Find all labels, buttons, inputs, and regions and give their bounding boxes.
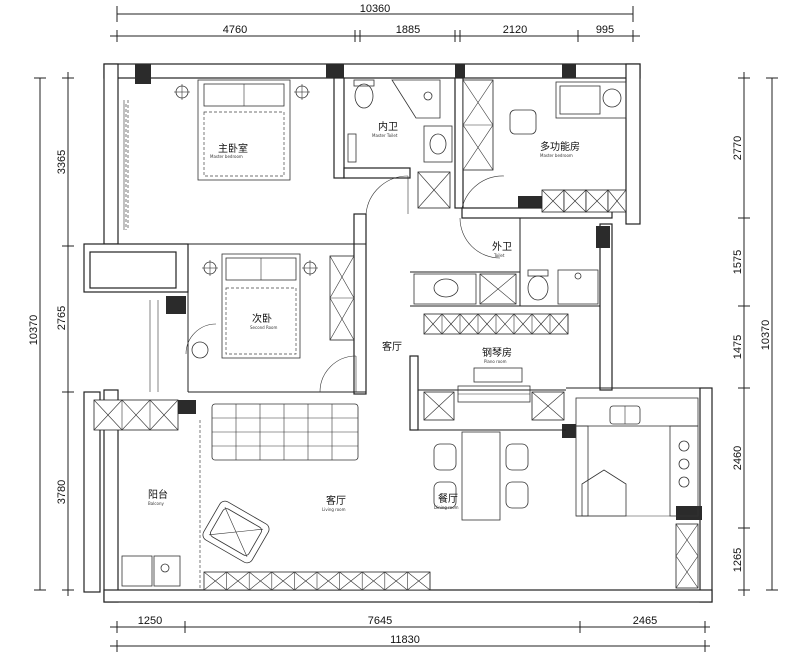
lounge-chair <box>202 500 270 564</box>
left-window-upper <box>117 100 129 230</box>
room-label-second-bedroom-en: Second Room <box>250 325 277 330</box>
tv-cabinet <box>203 571 431 591</box>
dim-right-seg-5: 1265 <box>732 548 744 572</box>
range-hood <box>581 469 627 517</box>
dim-left-seg-3: 3780 <box>56 480 68 504</box>
stove-burner-icon <box>678 476 690 488</box>
outer-toilet: 外卫 Toilet <box>413 241 599 305</box>
dim-bottom-seg-1: 1250 <box>138 615 162 627</box>
room-label-master-bedroom: 主卧室 <box>218 142 248 155</box>
dimension-right: 2770 1575 1475 2460 1265 10370 <box>732 72 778 596</box>
chair <box>433 443 457 471</box>
dimension-left: 10370 3365 2765 3780 <box>28 72 74 596</box>
cabinet-corridor <box>417 171 451 209</box>
second-bed <box>221 253 301 359</box>
room-label-piano-room-en: Piano room <box>484 359 507 364</box>
kitchen-counter-right <box>669 425 699 517</box>
toilet-icon <box>354 83 374 109</box>
vanity <box>423 125 453 163</box>
toilet-icon <box>527 275 549 301</box>
sink-icon <box>429 133 447 155</box>
kitchen <box>575 397 699 589</box>
dim-right-seg-1: 2770 <box>732 136 744 160</box>
balcony: 阳台 Balcony <box>93 399 201 590</box>
chair <box>505 443 529 471</box>
long-cabinet <box>423 313 569 335</box>
doors <box>185 175 505 393</box>
dim-bottom-total: 11830 <box>390 634 420 646</box>
shower-icon <box>574 272 582 280</box>
dim-left-seg-2: 2765 <box>56 306 68 330</box>
shower-area <box>557 269 599 305</box>
inner-toilet: 内卫 Master Toilet <box>347 79 453 163</box>
dining-table <box>461 431 501 521</box>
room-label-dining-room: 餐厅 <box>438 492 458 505</box>
master-bed <box>197 79 291 181</box>
dim-top-seg-3: 2120 <box>503 24 527 36</box>
dim-right-seg-4: 2460 <box>732 446 744 470</box>
dining-room: 餐厅 Dining room <box>433 431 529 521</box>
room-label-multi-room-en: Master bedroom <box>540 153 573 158</box>
room-label-outer-toilet: 外卫 <box>492 241 512 253</box>
dim-bottom-seg-2: 7645 <box>368 615 392 627</box>
piano-bench <box>473 367 523 383</box>
dimension-top: 10360 4760 1885 2120 995 <box>110 3 640 42</box>
exterior-walls <box>103 63 713 603</box>
room-label-second-bedroom: 次卧 <box>252 312 272 325</box>
vanity <box>413 273 477 305</box>
dim-right-seg-2: 1575 <box>732 250 744 274</box>
room-label-living-upper: 客厅 <box>382 340 402 353</box>
shower-icon <box>423 91 433 101</box>
room-label-outer-toilet-en: Toilet <box>493 253 505 258</box>
kitchen-counter-top <box>575 397 699 427</box>
dim-bottom-seg-3: 2465 <box>633 615 657 627</box>
sofa-bed <box>555 81 627 119</box>
second-bedroom: 次卧 Second Room <box>191 253 355 359</box>
dimension-bottom: 1250 7645 2465 11830 <box>110 615 710 652</box>
interior-walls <box>118 77 613 431</box>
dim-top-seg-4: 995 <box>596 24 614 36</box>
stove-burner-icon <box>678 440 690 452</box>
room-label-balcony-en: Balcony <box>148 501 164 506</box>
dim-top-seg-1: 4760 <box>223 24 247 36</box>
room-label-dining-room-en: Dining room <box>434 505 459 510</box>
sink-icon <box>433 278 459 298</box>
piano-room: 钢琴房 Piano room <box>423 346 565 421</box>
stove-burner-icon <box>678 458 690 470</box>
dim-left-seg-1: 3365 <box>56 150 68 174</box>
dim-top-total: 10360 <box>360 3 391 15</box>
dim-top-seg-2: 1885 <box>396 24 420 36</box>
room-label-multi-room: 多功能房 <box>540 140 580 153</box>
living-room: 客厅 Living room <box>202 403 431 591</box>
chair <box>433 481 457 509</box>
room-label-inner-toilet-en: Master Toilet <box>372 133 398 138</box>
desk-chair <box>509 109 537 135</box>
room-label-inner-toilet: 内卫 <box>378 120 398 133</box>
room-label-piano-room: 钢琴房 <box>482 346 512 359</box>
room-label-master-bedroom-en: Master bedroom <box>210 154 243 159</box>
dim-left-total: 10370 <box>28 315 40 346</box>
wardrobe-upper <box>462 79 494 171</box>
washing-machine <box>121 555 153 587</box>
master-bedroom: 主卧室 Master bedroom <box>125 79 310 230</box>
dim-right-total: 10370 <box>760 320 772 351</box>
room-label-balcony: 阳台 <box>148 488 168 501</box>
room-label-living-room-en: Living room <box>322 507 346 512</box>
dim-right-seg-3: 1475 <box>732 335 744 359</box>
room-label-living-room: 客厅 <box>326 494 346 507</box>
multi-function-room: 多功能房 Master bedroom <box>509 81 627 213</box>
chair <box>505 481 529 509</box>
